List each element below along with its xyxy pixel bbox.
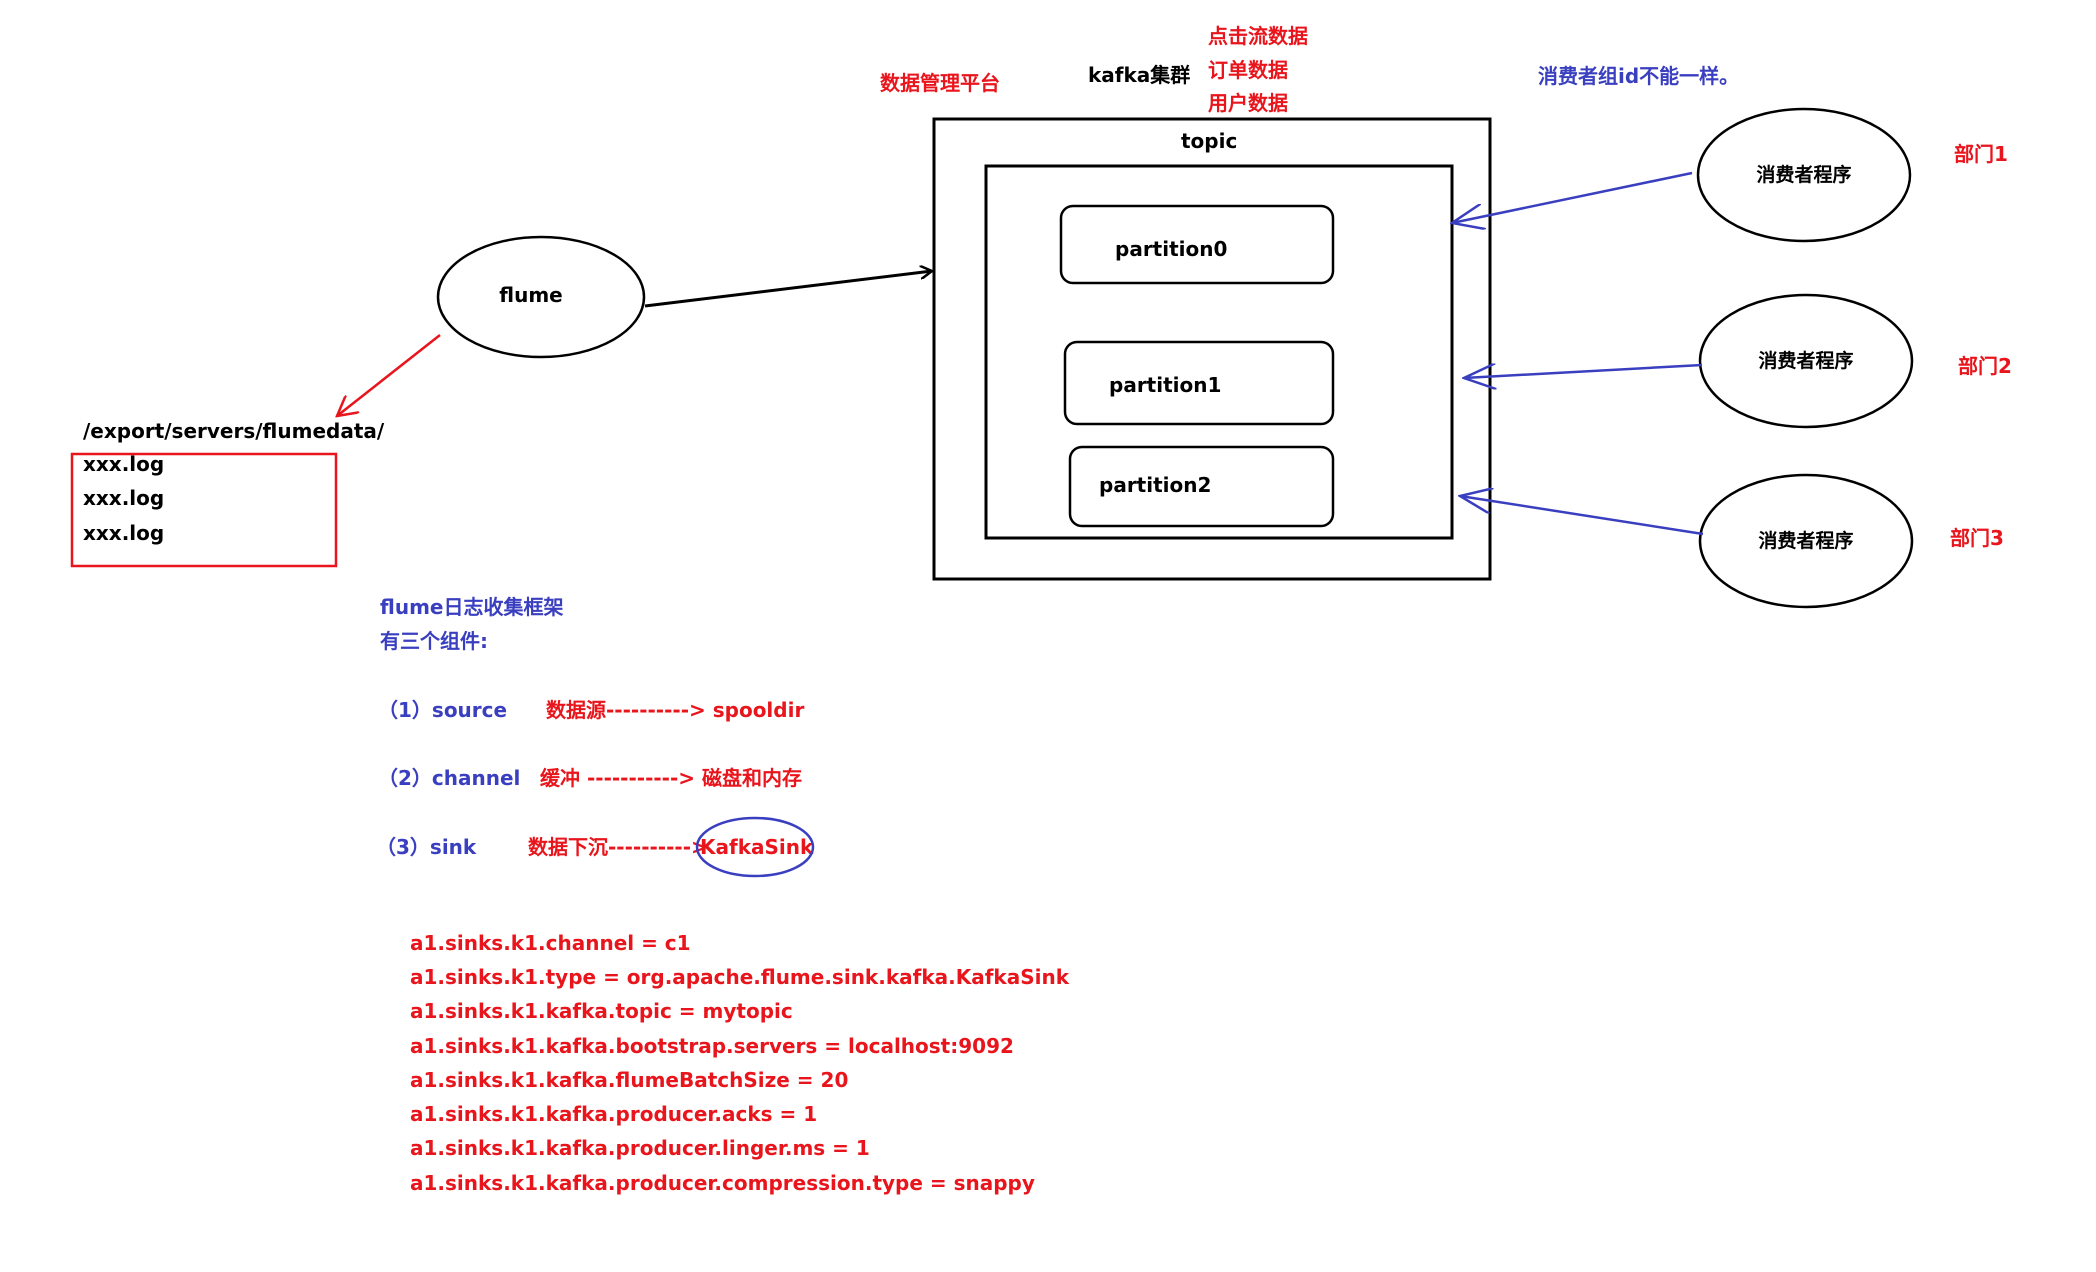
config-line: a1.sinks.k1.kafka.producer.compression.t… — [410, 1171, 1035, 1195]
flume-to-kafka-arrow — [644, 271, 932, 308]
component-name: （2）channel — [378, 766, 520, 790]
config-line: a1.sinks.k1.kafka.flumeBatchSize = 20 — [410, 1068, 848, 1092]
kafka-cluster-box — [932, 117, 1492, 581]
topic-box — [984, 164, 1454, 540]
partition-box — [1068, 445, 1335, 528]
consumer-ellipse — [1698, 473, 1914, 609]
notes-subtitle: 有三个组件: — [380, 629, 488, 653]
log-directory-path: /export/servers/flumedata/ — [83, 419, 385, 443]
kafka-cluster-label: kafka集群 — [1088, 63, 1190, 87]
consumer-ellipse — [1696, 107, 1912, 243]
component-description: 数据下沉----------> — [528, 835, 708, 859]
department-label: 部门3 — [1950, 526, 2004, 550]
config-line: a1.sinks.k1.channel = c1 — [410, 931, 691, 955]
consumer-group-note: 消费者组id不能一样。 — [1538, 64, 1739, 88]
log-file: xxx.log — [83, 486, 164, 510]
platform-label: 数据管理平台 — [880, 71, 1000, 95]
flume-ellipse — [436, 235, 646, 359]
flume-label: flume — [499, 283, 562, 307]
source-directory-arrow — [337, 334, 441, 416]
consume-arrow — [1464, 365, 1703, 378]
partition-box — [1063, 340, 1335, 426]
partition-box — [1059, 204, 1335, 285]
component-description: 缓冲 -----------> 磁盘和内存 — [540, 766, 802, 790]
consumer-label: 消费者程序 — [1758, 529, 1853, 552]
consumer-label: 消费者程序 — [1758, 349, 1853, 372]
kafka-sink-highlight — [695, 816, 815, 878]
partition-label: partition2 — [1099, 473, 1211, 497]
kafka-sink-label: KafkaSink — [700, 835, 814, 859]
data-type-clickstream: 点击流数据 — [1208, 24, 1308, 48]
data-type-orders: 订单数据 — [1208, 58, 1288, 82]
department-label: 部门1 — [1954, 142, 2008, 166]
log-file: xxx.log — [83, 521, 164, 545]
consume-arrow — [1452, 171, 1693, 223]
log-files-box — [70, 452, 338, 568]
partition-label: partition1 — [1109, 373, 1221, 397]
department-label: 部门2 — [1958, 354, 2012, 378]
config-line: a1.sinks.k1.type = org.apache.flume.sink… — [410, 965, 1070, 989]
component-description: 数据源----------> spooldir — [546, 698, 804, 722]
config-line: a1.sinks.k1.kafka.producer.acks = 1 — [410, 1102, 817, 1126]
data-type-users: 用户数据 — [1208, 91, 1288, 115]
consumer-ellipse — [1698, 293, 1914, 429]
config-line: a1.sinks.k1.kafka.topic = mytopic — [410, 999, 793, 1023]
notes-title: flume日志收集框架 — [380, 595, 563, 619]
config-line: a1.sinks.k1.kafka.producer.linger.ms = 1 — [410, 1136, 870, 1160]
component-name: （3）sink — [376, 835, 477, 859]
component-name: （1）source — [378, 698, 507, 722]
log-file: xxx.log — [83, 452, 164, 476]
config-line: a1.sinks.k1.kafka.bootstrap.servers = lo… — [410, 1034, 1014, 1058]
consumer-label: 消费者程序 — [1756, 163, 1851, 186]
partition-label: partition0 — [1115, 237, 1227, 261]
consume-arrow — [1460, 496, 1704, 536]
topic-label: topic — [1181, 129, 1237, 153]
